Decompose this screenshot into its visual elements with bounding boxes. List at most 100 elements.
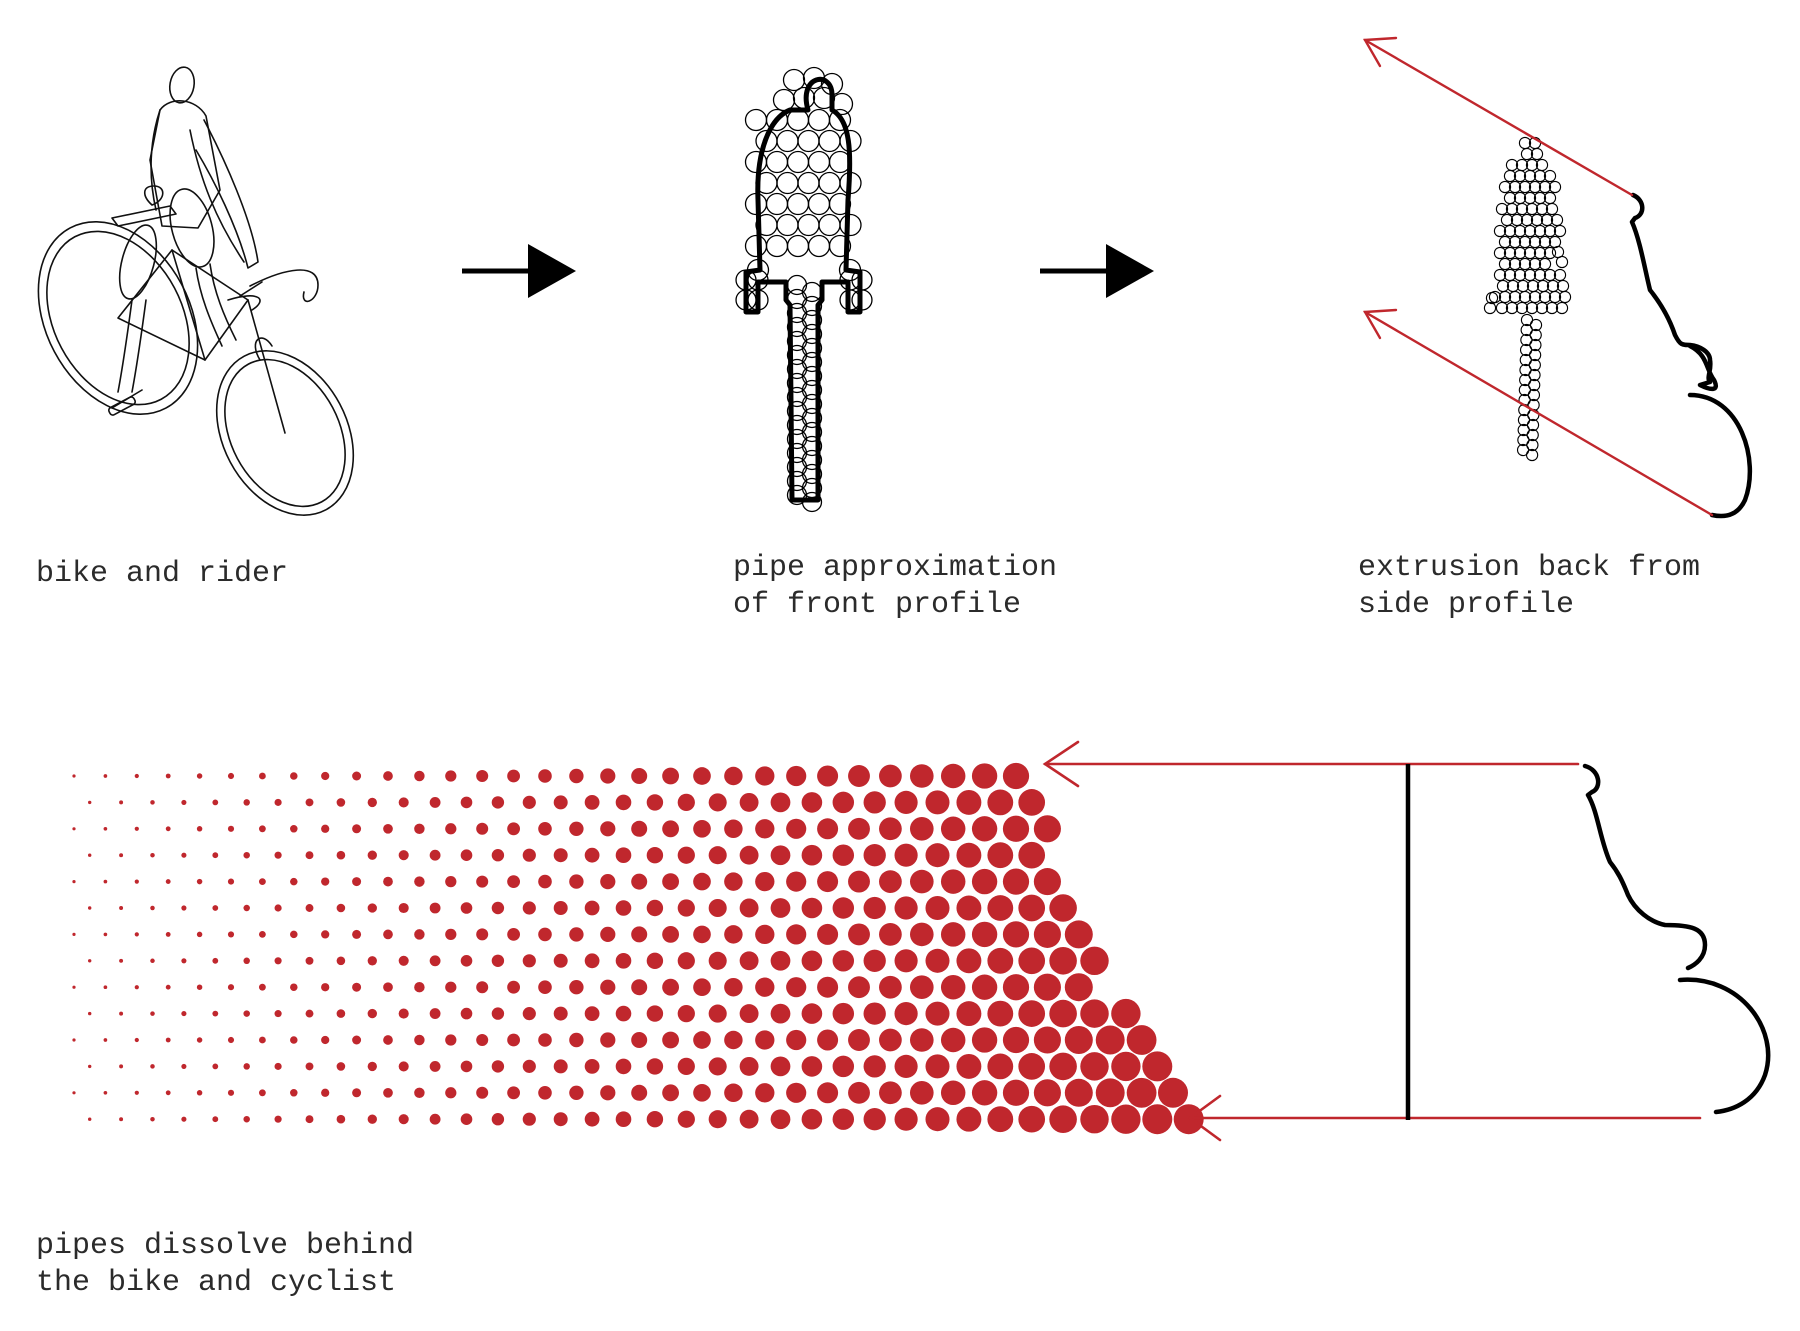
pipe-circle bbox=[786, 108, 810, 132]
dissolve-dot bbox=[165, 984, 171, 990]
dissolve-dot bbox=[801, 792, 823, 813]
dissolve-dot bbox=[429, 1113, 441, 1125]
dissolve-dot bbox=[429, 1060, 441, 1072]
dissolve-dot bbox=[72, 1091, 76, 1095]
dissolve-dot bbox=[305, 1115, 314, 1124]
pipe-circle bbox=[1500, 213, 1514, 227]
dissolve-dot bbox=[212, 1116, 219, 1123]
dissolve-dot bbox=[243, 1115, 250, 1123]
pipe-circle bbox=[1528, 235, 1542, 249]
dissolve-dot bbox=[755, 871, 775, 892]
pipe-circle bbox=[1513, 169, 1527, 183]
pipe-circle bbox=[1525, 202, 1539, 216]
dissolve-dot bbox=[817, 976, 839, 998]
pipe-circle bbox=[1510, 213, 1524, 227]
dissolve-dot bbox=[646, 899, 664, 917]
dissolve-dot bbox=[724, 1083, 743, 1103]
dissolve-dot bbox=[971, 921, 998, 948]
dissolve-dot bbox=[817, 1029, 839, 1051]
pipe-circle bbox=[1513, 268, 1527, 282]
dissolve-dot bbox=[119, 853, 124, 858]
dissolve-dot bbox=[258, 878, 266, 886]
dissolve-dot bbox=[150, 958, 155, 964]
pipe-circle bbox=[1527, 388, 1541, 402]
dissolve-dot bbox=[786, 1082, 807, 1103]
dissolve-dot bbox=[274, 1115, 282, 1123]
dissolve-dot bbox=[538, 980, 552, 994]
pipe-circle bbox=[1553, 224, 1567, 238]
dissolve-dot bbox=[150, 852, 155, 858]
dissolve-dot bbox=[894, 949, 918, 973]
dissolve-dot bbox=[724, 1030, 743, 1050]
dissolve-dot bbox=[987, 895, 1014, 921]
dissolve-dot bbox=[755, 1030, 775, 1050]
dissolve-dot bbox=[739, 845, 759, 865]
pipe-circle bbox=[776, 129, 799, 153]
dissolve-dot bbox=[584, 1006, 600, 1021]
dissolve-dot bbox=[925, 1107, 950, 1132]
dissolve-dot bbox=[476, 770, 489, 782]
dissolve-dot bbox=[336, 1009, 346, 1018]
dissolve-dot bbox=[894, 790, 918, 814]
dissolve-dot bbox=[971, 1080, 998, 1106]
bike-rider-illustration bbox=[37, 66, 355, 516]
dissolve-dot bbox=[181, 799, 187, 805]
pipe-circle bbox=[772, 88, 796, 112]
dissolve-dot bbox=[987, 947, 1014, 974]
dissolve-dot bbox=[615, 953, 632, 969]
dissolve-dot bbox=[398, 1008, 409, 1019]
dissolve-dot bbox=[863, 896, 886, 920]
dissolve-dot bbox=[662, 873, 680, 891]
dissolve-dot bbox=[786, 1029, 807, 1051]
pipe-circle bbox=[828, 192, 852, 216]
side-profile-wheel bbox=[1687, 392, 1753, 519]
dissolve-dot bbox=[1080, 999, 1109, 1028]
dissolve-dot bbox=[522, 1112, 536, 1126]
pipe-circle bbox=[1528, 257, 1542, 271]
dissolve-dot bbox=[507, 980, 520, 994]
extrusion-arrow-icon bbox=[1362, 36, 1634, 197]
pipe-circle bbox=[1526, 418, 1540, 432]
dissolve-dot bbox=[398, 1114, 409, 1125]
dissolve-dot bbox=[925, 790, 950, 815]
dissolve-dot bbox=[708, 951, 727, 970]
dissolve-dot bbox=[569, 980, 584, 995]
dissolve-dot bbox=[507, 822, 520, 836]
pipe-circle bbox=[786, 234, 810, 258]
dissolve-dot bbox=[227, 878, 235, 885]
pipe-circle bbox=[807, 150, 831, 174]
dissolve-dot bbox=[383, 1035, 393, 1045]
dissolve-dot bbox=[476, 875, 489, 888]
dissolve-dot bbox=[600, 1032, 616, 1048]
dissolve-dot bbox=[956, 789, 982, 815]
dissolve-dot bbox=[600, 926, 616, 943]
pipe-circle bbox=[1528, 348, 1542, 362]
dissolve-dot bbox=[414, 770, 425, 782]
pipe-circle bbox=[1525, 301, 1539, 315]
dissolve-dot bbox=[879, 870, 902, 893]
dissolve-dot bbox=[693, 978, 711, 997]
dissolve-dot bbox=[801, 950, 823, 972]
dissolve-dot bbox=[662, 1031, 680, 1049]
dissolve-dot bbox=[956, 1053, 982, 1079]
dissolve-dot bbox=[72, 1038, 76, 1042]
pipe-circle bbox=[1508, 235, 1522, 249]
dissolve-dot bbox=[832, 1002, 855, 1025]
pipe-circle bbox=[1483, 301, 1497, 315]
dissolve-dot bbox=[491, 796, 505, 809]
dissolve-dot bbox=[522, 901, 536, 915]
dissolve-dot bbox=[243, 957, 250, 965]
pipe-circle bbox=[1538, 180, 1552, 194]
dissolve-dot bbox=[894, 896, 918, 920]
dissolve-dot bbox=[863, 1002, 886, 1025]
dissolve-dot bbox=[1095, 1025, 1125, 1055]
dissolve-dot bbox=[150, 1064, 155, 1069]
dissolve-dot bbox=[336, 1062, 346, 1071]
dissolve-dot bbox=[971, 974, 998, 1000]
dissolve-dot bbox=[352, 824, 362, 834]
dissolve-dot bbox=[352, 1088, 362, 1098]
dissolve-dot bbox=[243, 851, 250, 859]
dissolve-dot bbox=[693, 925, 711, 944]
